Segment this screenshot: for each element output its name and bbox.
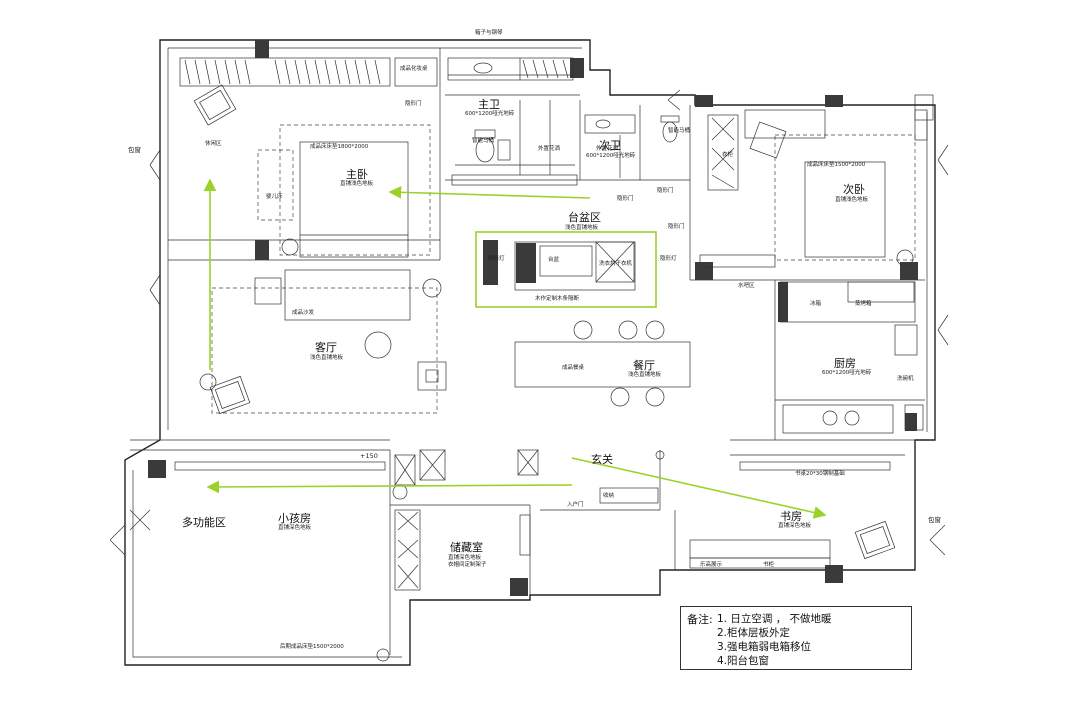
svg-text:洗衣烘干衣机: 洗衣烘干衣机 — [599, 259, 633, 267]
svg-text:成品沙发: 成品沙发 — [292, 308, 315, 316]
kitchen-fixtures — [699, 254, 924, 434]
label-living-room: 客厅 — [315, 340, 337, 354]
basin-area — [475, 231, 657, 308]
master-bed — [257, 124, 431, 258]
svg-text:成品床床垫1800*2000: 成品床床垫1800*2000 — [310, 142, 369, 150]
label-kids-room: 小孩房 — [278, 512, 311, 525]
label-dining-room: 餐厅 — [633, 358, 655, 372]
svg-text:外置花洒: 外置花洒 — [596, 144, 619, 152]
svg-text:直铺深色地板: 直铺深色地板 — [778, 521, 812, 529]
notes-box: 备注: 1. 日立空调 ， 不做地暖 2.柜体层板外定 3.强电箱弱电箱移位 4… — [680, 606, 912, 670]
svg-text:隐形门: 隐形门 — [668, 222, 685, 230]
svg-text:收纳: 收纳 — [603, 491, 615, 499]
svg-text:休闲区: 休闲区 — [205, 139, 222, 147]
svg-text:水吧区: 水吧区 — [738, 281, 755, 289]
label-master-bath: 主卫 — [478, 98, 500, 111]
living-furniture — [199, 238, 447, 414]
label-kitchen: 厨房 — [834, 357, 856, 370]
svg-text:蒸烤箱: 蒸烤箱 — [855, 299, 872, 307]
svg-text:智能马桶: 智能马桶 — [668, 126, 691, 134]
svg-text:600*1200哑光地砖: 600*1200哑光地砖 — [586, 151, 636, 159]
svg-text:600*1200哑光地砖: 600*1200哑光地砖 — [822, 368, 872, 376]
svg-text:隐形门: 隐形门 — [405, 99, 422, 107]
svg-text:箱子与钢琴: 箱子与钢琴 — [475, 28, 503, 36]
svg-text:书柜: 书柜 — [763, 560, 775, 568]
svg-text:衣柜: 衣柜 — [722, 150, 734, 158]
svg-text:+150: +150 — [360, 452, 378, 460]
circulation-arrows — [203, 178, 827, 519]
svg-text:婴儿床: 婴儿床 — [266, 192, 283, 200]
svg-text:浅色直铺地板: 浅色直铺地板 — [565, 223, 599, 231]
svg-text:成品餐桌: 成品餐桌 — [562, 363, 585, 371]
svg-text:包窗: 包窗 — [128, 145, 141, 154]
svg-text:包窗: 包窗 — [928, 515, 941, 524]
label-multi-area: 多功能区 — [182, 515, 226, 529]
svg-text:直铺浅色地板: 直铺浅色地板 — [340, 179, 374, 187]
svg-text:直铺浅色地板: 直铺浅色地板 — [835, 195, 869, 203]
label-entrance: 玄关 — [591, 452, 613, 466]
label-master-bedroom: 主卧 — [346, 168, 368, 181]
svg-text:直铺深色地板: 直铺深色地板 — [448, 553, 482, 561]
svg-text:隐形门: 隐形门 — [617, 194, 634, 202]
svg-text:直铺深色地板: 直铺深色地板 — [278, 523, 312, 531]
second-bath-fixtures — [584, 114, 739, 191]
windows — [109, 89, 949, 556]
kids-room-furniture — [129, 461, 390, 662]
master-wardrobe — [179, 57, 438, 87]
note-item-4: 4.阳台包窗 — [717, 655, 770, 667]
svg-text:乐高展示: 乐高展示 — [700, 560, 723, 568]
svg-text:木作定制木条隔断: 木作定制木条隔断 — [535, 294, 580, 302]
annotation-labels: 箱子与钢琴 成品化妆桌 休闲区 包窗 包窗 成品床床垫1800*2000 婴儿床… — [128, 28, 941, 650]
svg-text:隐形灯: 隐形灯 — [660, 254, 677, 262]
label-basin-area: 台盆区 — [568, 210, 601, 224]
svg-text:入户门: 入户门 — [567, 500, 584, 508]
svg-text:600*1200哑光地砖: 600*1200哑光地砖 — [465, 109, 515, 117]
svg-text:浅色直铺地板: 浅色直铺地板 — [628, 370, 662, 378]
master-bath-fixtures — [447, 57, 578, 186]
svg-text:外置花洒: 外置花洒 — [538, 144, 561, 152]
room-labels: 主卧 直铺浅色地板 主卫 600*1200哑光地砖 次卫 600*1200哑光地… — [182, 98, 872, 568]
notes-title: 备注: — [687, 613, 713, 626]
outer-walls — [124, 39, 936, 666]
svg-text:隐形门: 隐形门 — [657, 186, 674, 194]
svg-text:冰箱: 冰箱 — [810, 299, 822, 307]
svg-text:成品床床垫1500*2000: 成品床床垫1500*2000 — [807, 160, 866, 168]
note-item-2: 2.柜体层板外定 — [717, 627, 791, 639]
second-bedroom-furniture — [744, 109, 928, 267]
svg-text:智能马桶: 智能马桶 — [472, 136, 495, 144]
label-study: 书房 — [780, 510, 802, 523]
dining-furniture — [514, 320, 691, 407]
note-item-1: 1. 日立空调 ， 不做地暖 — [717, 613, 832, 625]
svg-text:成品化妆桌: 成品化妆桌 — [400, 64, 428, 72]
svg-text:台盆: 台盆 — [548, 255, 560, 263]
entrance-study — [392, 449, 891, 591]
svg-text:书桌20*30钢制基础: 书桌20*30钢制基础 — [795, 469, 845, 477]
note-item-3: 3.强电箱弱电箱移位 — [717, 641, 812, 653]
svg-text:洗碗机: 洗碗机 — [897, 374, 914, 382]
structural-columns — [148, 40, 918, 596]
label-second-bath: 次卫 — [599, 138, 621, 152]
svg-text:隐形灯: 隐形灯 — [488, 254, 505, 262]
label-storage: 储藏室 — [450, 540, 483, 554]
svg-text:衣帽间定制架子: 衣帽间定制架子 — [448, 560, 487, 568]
label-second-bedroom: 次卧 — [843, 182, 865, 196]
svg-text:后期成品床垫1500*2000: 后期成品床垫1500*2000 — [280, 642, 344, 650]
lounge-chairs — [193, 84, 896, 560]
svg-text:浅色直铺地板: 浅色直铺地板 — [310, 353, 344, 361]
